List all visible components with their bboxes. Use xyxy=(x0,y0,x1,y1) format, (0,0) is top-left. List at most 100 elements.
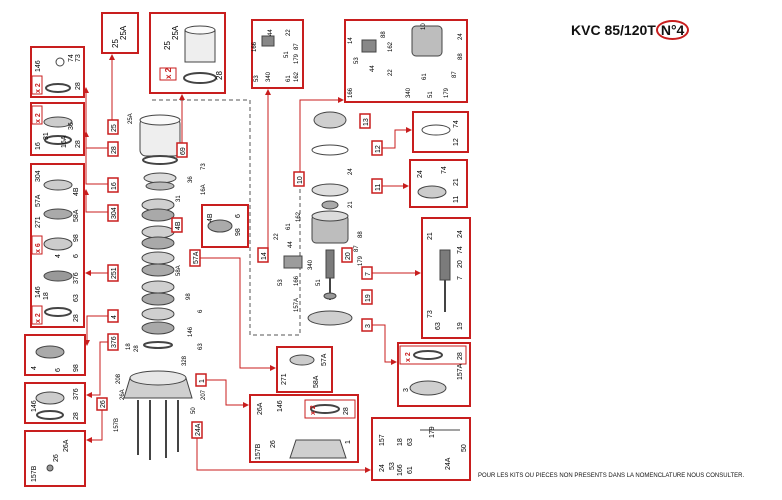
tag-1 xyxy=(195,373,207,387)
tag-28 xyxy=(107,141,119,157)
lead-304 xyxy=(83,189,112,213)
lead-376 xyxy=(86,341,112,398)
b304-l3: 271 xyxy=(35,216,42,228)
b304-l12: 28 xyxy=(73,314,80,322)
tag-26-text: 26 xyxy=(100,400,107,408)
end-shield-11 xyxy=(311,183,349,197)
lbl-m87: 87 xyxy=(354,245,360,252)
tag-25-text: 25 xyxy=(111,124,118,132)
tag-10-text: 10 xyxy=(297,176,304,184)
b28-l3: 28 xyxy=(75,82,82,90)
lbl-m53: 53 xyxy=(278,279,284,286)
b69-l0: 25 xyxy=(163,41,172,50)
tag-13-text: 13 xyxy=(363,118,370,126)
pump-stack xyxy=(123,114,193,460)
b304-l1: 4B xyxy=(73,187,80,196)
lead-28 xyxy=(83,87,112,149)
b376-ring xyxy=(36,410,64,420)
b14-l1: 44 xyxy=(268,29,274,36)
lbl-26A: 26A xyxy=(120,389,126,400)
lbl-31: 31 xyxy=(176,195,182,202)
b16-l4: 28 xyxy=(75,140,82,148)
fan-cover-13 xyxy=(313,111,347,129)
b376-l2: 28 xyxy=(73,412,80,420)
b69-l2: 28 xyxy=(215,71,224,80)
b4-l0: 4 xyxy=(31,366,38,370)
b7-l7: 19 xyxy=(457,322,464,330)
tag-4 xyxy=(107,309,119,323)
lbl-m179: 179 xyxy=(358,255,364,266)
lbl-16A: 16A xyxy=(201,184,207,195)
tag-13 xyxy=(359,113,371,129)
b16-l2: 36 xyxy=(68,122,75,130)
b10-l9: 340 xyxy=(406,87,412,98)
b25-l1: 25A xyxy=(119,25,128,40)
disc-16 xyxy=(145,181,175,191)
b69-sleeve-top xyxy=(184,25,216,35)
b24A-l8: 24A xyxy=(445,457,452,470)
b304-l6: 6 xyxy=(73,254,80,258)
tag-25 xyxy=(107,119,119,135)
b304-ring xyxy=(44,307,72,317)
rotor-7 xyxy=(325,249,335,279)
b12-fan xyxy=(421,124,451,136)
b1-l3: 26 xyxy=(270,440,277,448)
motor-housing-top xyxy=(311,210,349,222)
b7-l2: 74 xyxy=(457,246,464,254)
b4-l2: 98 xyxy=(73,364,80,372)
b14-l7: 61 xyxy=(286,75,292,82)
b11-l1: 74 xyxy=(441,166,448,174)
tag-26 xyxy=(96,397,108,411)
b10-l11: 179 xyxy=(444,87,450,98)
lead-1 xyxy=(206,379,249,408)
b24A-l4: 24 xyxy=(379,464,386,472)
tag-24A-text: 24A xyxy=(195,423,202,436)
lead-4 xyxy=(84,315,112,346)
b304-mult xyxy=(31,235,43,255)
stage-3b xyxy=(141,263,175,277)
b24A-l2: 63 xyxy=(407,438,414,446)
b26-plug xyxy=(46,464,54,472)
b3-ring xyxy=(413,350,443,360)
tag-14-text: 14 xyxy=(261,252,268,260)
b28-mult xyxy=(31,75,43,95)
tag-304-text: 304 xyxy=(111,207,118,219)
tag-376 xyxy=(107,333,119,351)
tag-376-text: 376 xyxy=(111,336,118,348)
tag-20 xyxy=(341,247,353,263)
tag-14 xyxy=(257,247,269,263)
b14-terminal xyxy=(261,35,275,47)
b28-l1: 74 xyxy=(68,54,75,62)
fan-12 xyxy=(311,144,349,156)
b4-impeller xyxy=(35,345,65,359)
b4B-impeller xyxy=(207,219,233,233)
b1-l4: 1 xyxy=(345,440,352,444)
lbl-m24: 24 xyxy=(348,168,354,175)
lbl-157B: 157B xyxy=(114,418,120,432)
b3-endshield xyxy=(409,380,447,396)
box-26 xyxy=(24,430,86,487)
b3-mult-text: x 2 xyxy=(405,352,412,362)
box-12 xyxy=(412,111,469,153)
b57A-part xyxy=(289,354,315,366)
lbl-28s: 28 xyxy=(134,345,140,352)
box-57A xyxy=(276,346,333,393)
b304-l4: 58A xyxy=(73,209,80,222)
b14-l6: 340 xyxy=(266,71,272,82)
b10-l2: 88 xyxy=(381,31,387,38)
b10-l14: 61 xyxy=(422,73,428,80)
lbl-m162: 162 xyxy=(296,211,302,222)
tag-16 xyxy=(107,177,119,193)
b11-l0: 24 xyxy=(417,170,424,178)
lbl-328: 328 xyxy=(182,355,188,366)
b11-endshield xyxy=(417,185,447,199)
tag-20-text: 20 xyxy=(345,252,352,260)
b14-l4: 87 xyxy=(294,43,300,50)
b304-l9: 63 xyxy=(73,294,80,302)
tag-7 xyxy=(361,266,373,280)
b7-l3: 20 xyxy=(457,260,464,268)
stage-4b xyxy=(141,292,175,306)
b12-l1: 12 xyxy=(453,138,460,146)
b3-l1: 157A xyxy=(457,363,464,380)
b16-l0: 16 xyxy=(35,142,42,150)
